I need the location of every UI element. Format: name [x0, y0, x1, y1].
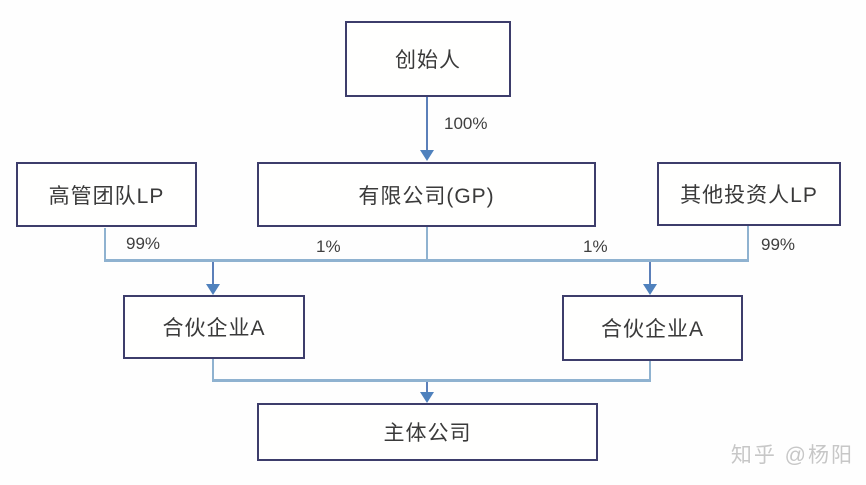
connector-gp-down	[426, 227, 428, 261]
node-founder: 创始人	[345, 21, 511, 97]
edge-label-100pct: 100%	[444, 114, 488, 133]
connector-partnership-left-down	[212, 359, 214, 381]
arrowhead-into-partnership-left-icon	[206, 284, 220, 295]
bus-line-upper	[104, 259, 749, 262]
node-partnership-left-label: 合伙企业A	[162, 317, 266, 340]
node-other-investors-lp-label: 其他投资人LP	[680, 184, 818, 207]
zhihu-watermark: 知乎 @杨阳	[730, 444, 854, 467]
node-main-company-label: 主体公司	[383, 422, 472, 445]
bus-line-lower	[212, 379, 651, 382]
edge-label-99pct-right: 99%	[761, 235, 796, 254]
arrowhead-into-main-company-icon	[420, 392, 434, 403]
connector-partnership-right-down	[649, 361, 651, 381]
edge-label-1pct-left: 1%	[316, 237, 341, 256]
connector-into-partnership-right	[649, 262, 651, 285]
arrowhead-into-partnership-right-icon	[643, 284, 657, 295]
connector-founder-to-gp	[426, 97, 428, 151]
node-main-company: 主体公司	[257, 403, 598, 461]
connector-exec-lp-down	[104, 228, 106, 261]
connector-other-lp-down	[747, 226, 749, 261]
node-other-investors-lp: 其他投资人LP	[657, 162, 841, 226]
edge-label-99pct-left: 99%	[126, 234, 161, 253]
node-exec-team-lp-label: 高管团队LP	[48, 184, 165, 208]
node-gp-company-label: 有限公司(GP)	[358, 184, 495, 208]
connector-into-partnership-left	[212, 262, 214, 285]
edge-label-1pct-right: 1%	[583, 237, 608, 256]
connector-into-main-company	[426, 382, 428, 393]
node-partnership-right-label: 合伙企业A	[600, 318, 704, 341]
node-exec-team-lp: 高管团队LP	[16, 162, 197, 227]
node-partnership-right: 合伙企业A	[562, 295, 743, 361]
node-gp-company: 有限公司(GP)	[257, 162, 596, 227]
node-founder-label: 创始人	[395, 49, 461, 72]
arrowhead-into-gp-icon	[420, 150, 434, 161]
node-partnership-left: 合伙企业A	[123, 295, 305, 359]
